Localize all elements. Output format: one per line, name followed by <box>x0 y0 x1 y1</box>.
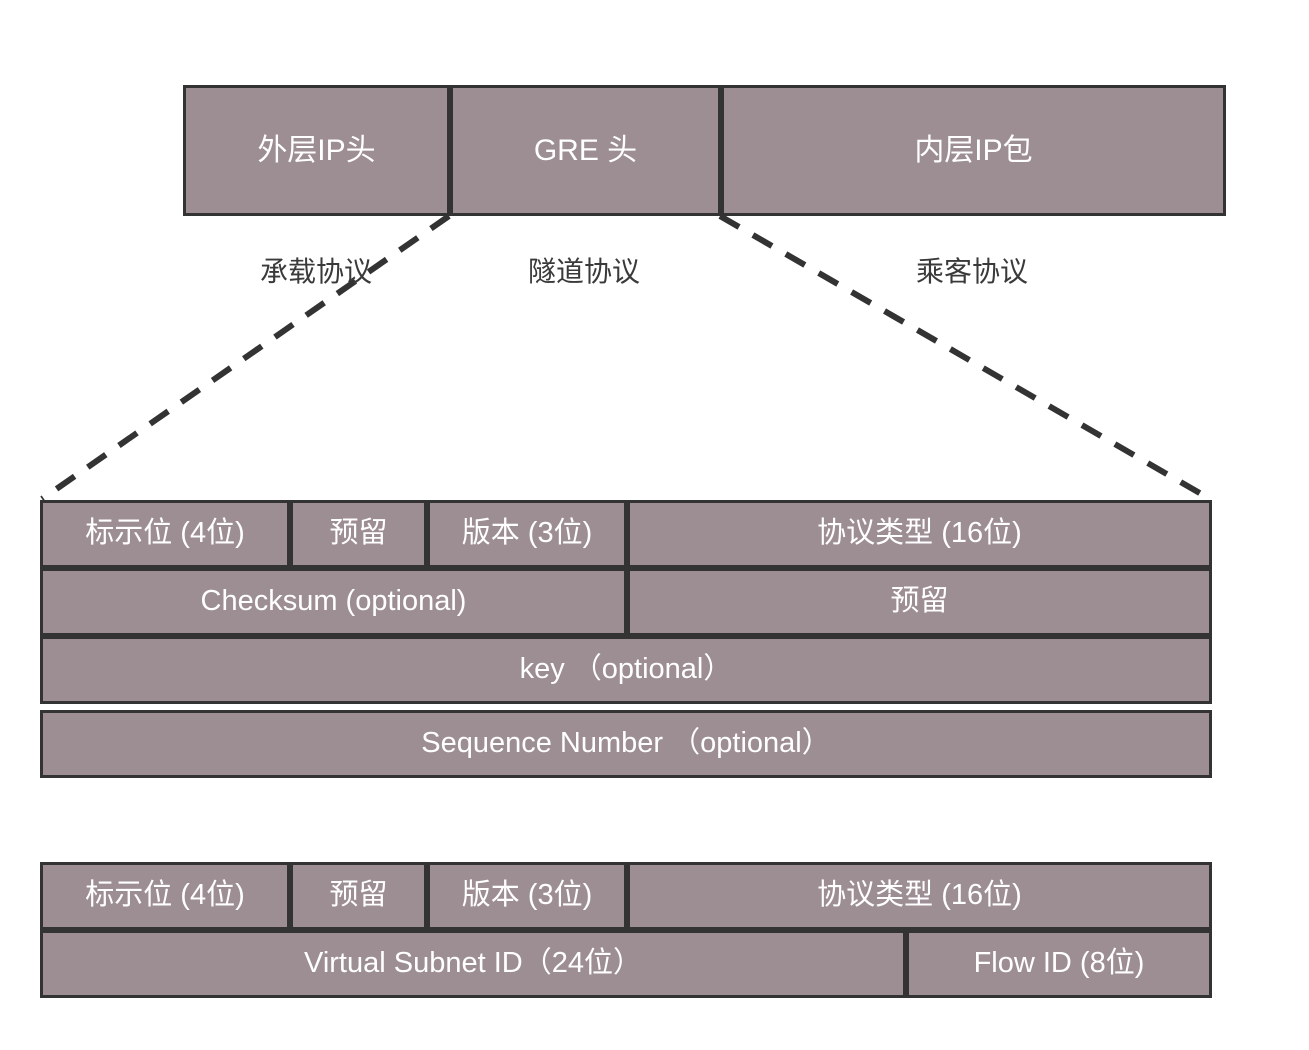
caption-passenger-protocol: 乘客协议 <box>915 256 1028 287</box>
caption-carrier-protocol: 承载协议 <box>259 256 372 287</box>
gre-field-sequence-number: Sequence Number （optional） <box>40 710 1212 778</box>
packet-cell-outer-ip-header: 外层IP头 <box>183 85 450 216</box>
nvgre-field-flags: 标示位 (4位) <box>40 862 290 930</box>
gre-field-version: 版本 (3位) <box>427 500 627 568</box>
gre-field-reserved0: 预留 <box>290 500 427 568</box>
packet-cell-inner-ip-packet: 内层IP包 <box>721 85 1226 216</box>
gre-field-key: key （optional） <box>40 636 1212 704</box>
gre-field-checksum: Checksum (optional) <box>40 568 627 636</box>
gre-field-reserved1: 预留 <box>627 568 1212 636</box>
nvgre-field-version: 版本 (3位) <box>427 862 627 930</box>
packet-cell-gre-header: GRE 头 <box>450 85 721 216</box>
gre-field-flags: 标示位 (4位) <box>40 500 290 568</box>
nvgre-field-flow-id: Flow ID (8位) <box>906 930 1212 998</box>
nvgre-field-virtual-subnet-id: Virtual Subnet ID（24位） <box>40 930 906 998</box>
nvgre-field-reserved0: 预留 <box>290 862 427 930</box>
caption-tunnel-protocol: 隧道协议 <box>527 256 640 287</box>
nvgre-field-protocol-type: 协议类型 (16位) <box>627 862 1212 930</box>
gre-field-protocol-type: 协议类型 (16位) <box>627 500 1212 568</box>
